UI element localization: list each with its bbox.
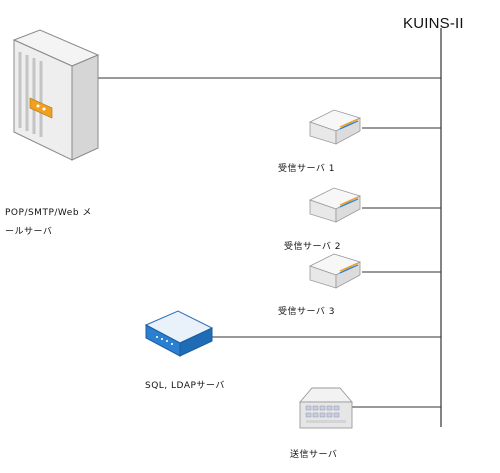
recv-server-1-icon	[308, 109, 362, 145]
ldap-server-label: SQL, LDAPサーバ	[145, 381, 225, 391]
recv-server-3-icon	[308, 253, 362, 289]
recv-server-2-icon	[308, 187, 362, 223]
send-server-icon	[299, 387, 353, 429]
tower-server-icon	[12, 29, 100, 161]
mail-server-label-line1: POP/SMTP/Web メ	[5, 208, 92, 218]
ldap-server-icon	[144, 310, 214, 357]
network-name: KUINS-II	[403, 15, 464, 32]
mail-server-label-line2: ールサーバ	[5, 227, 53, 237]
recv-server-3-label: 受信サーバ 3	[278, 307, 335, 317]
send-server-label: 送信サーバ	[290, 450, 338, 460]
recv-server-2-label: 受信サーバ 2	[284, 242, 341, 252]
recv-server-1-label: 受信サーバ 1	[278, 164, 335, 174]
